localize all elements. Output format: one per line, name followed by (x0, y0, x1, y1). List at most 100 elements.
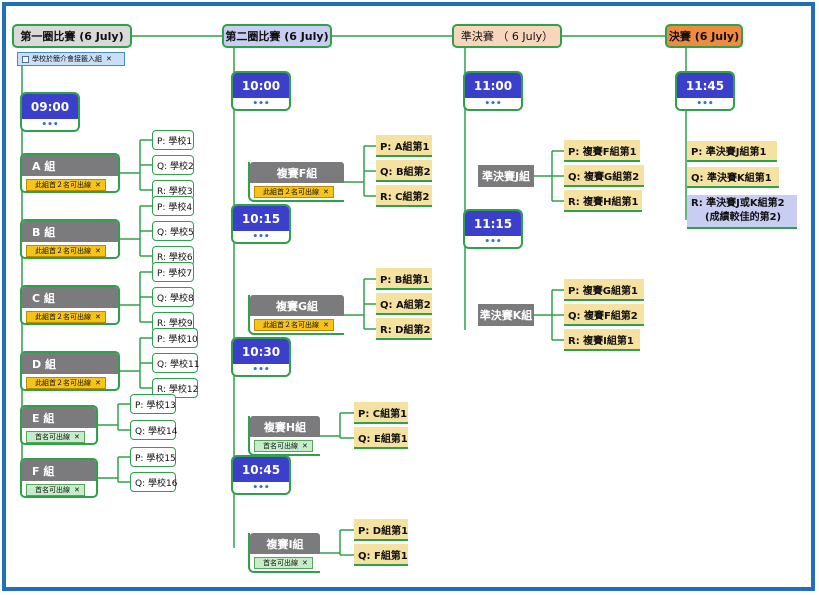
team-leaf[interactable]: P: 學校7 (152, 262, 194, 282)
qualify-tag[interactable]: 首名可出線 ✕ (26, 431, 85, 443)
group-rg[interactable]: 複賽G組 此組首２名可出線✕ (248, 295, 344, 335)
close-icon[interactable]: ✕ (95, 247, 101, 255)
team-label: P: 準決賽J組第1 (691, 147, 767, 158)
more-dots[interactable]: ••• (696, 99, 714, 109)
qualify-tag[interactable]: 首名可出線✕ (254, 440, 313, 452)
team-leaf[interactable]: Q: 學校8 (152, 287, 194, 307)
group-a[interactable]: A 組 此組首２名可出線✕ (20, 153, 120, 193)
tag-label: 首名可出線 (35, 433, 70, 441)
team-leaf[interactable]: P: C組第1 (354, 402, 408, 424)
close-icon[interactable]: ✕ (74, 486, 80, 494)
final-header[interactable]: 決賽 (6 July) (665, 24, 743, 48)
time-1045[interactable]: 10:45 ••• (231, 455, 291, 495)
team-leaf[interactable]: P: 複賽G組第1 (564, 279, 644, 301)
close-icon[interactable]: ✕ (323, 188, 329, 196)
team-leaf[interactable]: R: 複賽H組第1 (564, 190, 642, 212)
more-dots[interactable]: ••• (252, 483, 270, 493)
team-leaf[interactable]: P: 學校15 (130, 447, 176, 467)
team-label: P: B組第1 (380, 274, 430, 286)
team-leaf[interactable]: P: 學校1 (152, 130, 194, 150)
time-0900[interactable]: 09:00 ••• (20, 92, 80, 132)
group-f[interactable]: F 組 首名可出線✕ (20, 458, 98, 498)
team-leaf[interactable]: R: C組第2 (376, 185, 432, 207)
time-1015[interactable]: 10:15 ••• (231, 204, 291, 244)
qualify-tag[interactable]: 此組首２名可出線✕ (254, 186, 334, 198)
more-dots[interactable]: ••• (484, 237, 502, 247)
group-c[interactable]: C 組 此組首２名可出線✕ (20, 285, 120, 325)
team-leaf[interactable]: Q: 學校14 (130, 420, 177, 440)
final-team[interactable]: P: 準決賽J組第1 (687, 141, 777, 162)
group-sk[interactable]: 準決賽K組 (478, 304, 534, 326)
close-icon[interactable]: ✕ (95, 313, 101, 321)
more-dots[interactable]: ••• (252, 232, 270, 242)
time-1000[interactable]: 10:00 ••• (231, 71, 291, 111)
close-icon[interactable]: ✕ (302, 442, 308, 450)
close-icon[interactable]: ✕ (74, 433, 80, 441)
team-leaf[interactable]: Q: 複賽G組第2 (564, 165, 644, 187)
team-label: R: C組第2 (380, 191, 430, 203)
team-leaf[interactable]: Q: F組第1 (354, 544, 408, 566)
team-leaf[interactable]: P: D組第1 (354, 519, 408, 541)
qualify-tag[interactable]: 此組首２名可出線 ✕ (26, 245, 106, 257)
group-b[interactable]: B 組 此組首２名可出線✕ (20, 219, 120, 259)
group-rf[interactable]: 複賽F組 此組首２名可出線✕ (248, 162, 344, 202)
tag-label: 此組首２名可出線 (35, 379, 91, 387)
team-leaf[interactable]: Q: E組第1 (354, 427, 408, 449)
close-icon[interactable]: ✕ (323, 321, 329, 329)
team-leaf[interactable]: P: 複賽F組第1 (564, 140, 640, 162)
time-1030[interactable]: 10:30 ••• (231, 337, 291, 377)
time-label: 10:30 (233, 339, 289, 364)
team-leaf[interactable]: P: 學校10 (152, 328, 198, 348)
final-team[interactable]: R: 準決賽J或K組第2 (成績較佳的第2) (687, 195, 797, 229)
team-leaf[interactable]: Q: 學校5 (152, 221, 194, 241)
team-leaf[interactable]: Q: B組第2 (376, 160, 432, 182)
group-title: 複賽I組 (250, 533, 320, 554)
team-leaf[interactable]: R: 複賽I組第1 (564, 329, 640, 351)
more-dots[interactable]: ••• (252, 365, 270, 375)
round1-header[interactable]: 第一圈比賽 (6 July) (12, 24, 132, 48)
team-leaf[interactable]: Q: 學校2 (152, 155, 194, 175)
group-d[interactable]: D 組 此組首２名可出線✕ (20, 351, 120, 391)
group-e[interactable]: E 組 首名可出線✕ (20, 405, 98, 445)
qualify-tag[interactable]: 首名可出線✕ (254, 557, 313, 569)
team-label: P: C組第1 (358, 408, 408, 420)
group-sj[interactable]: 準決賽J組 (478, 165, 534, 187)
final-team[interactable]: Q: 準決賽K組第1 (687, 167, 779, 188)
close-icon[interactable]: ✕ (95, 379, 101, 387)
time-label: 10:45 (233, 457, 289, 482)
qualify-tag[interactable]: 此組首２名可出線✕ (26, 179, 106, 191)
semi-header[interactable]: 準決賽 （ 6 July） (452, 24, 562, 48)
team-leaf[interactable]: P: A組第1 (376, 135, 432, 157)
more-dots[interactable]: ••• (252, 99, 270, 109)
more-dots[interactable]: ••• (41, 120, 59, 130)
qualify-tag[interactable]: 此組首２名可出線✕ (254, 319, 334, 331)
time-1115[interactable]: 11:15 ••• (463, 209, 523, 249)
more-dots[interactable]: ••• (484, 99, 502, 109)
team-leaf[interactable]: R: D組第2 (376, 318, 432, 340)
team-leaf[interactable]: P: 學校4 (152, 196, 194, 216)
team-leaf[interactable]: P: 學校13 (130, 394, 176, 414)
qualify-tag[interactable]: 此組首２名可出線✕ (26, 311, 106, 323)
team-label: P: 複賽G組第1 (568, 285, 638, 297)
group-title: A 組 (22, 155, 118, 176)
team-leaf[interactable]: Q: 學校11 (152, 353, 199, 373)
round2-header[interactable]: 第二圈比賽 (6 July) (222, 24, 332, 48)
close-icon[interactable]: ✕ (302, 559, 308, 567)
team-label: P: 學校15 (135, 453, 176, 464)
time-1145[interactable]: 11:45 ••• (675, 71, 735, 111)
tag-label: 此組首２名可出線 (35, 247, 91, 255)
close-icon[interactable]: ✕ (95, 181, 101, 189)
team-leaf[interactable]: Q: 複賽F組第2 (564, 304, 644, 326)
team-leaf[interactable]: Q: A組第2 (376, 293, 432, 315)
team-label: Q: 複賽G組第2 (568, 171, 640, 183)
qualify-tag[interactable]: 首名可出線✕ (26, 484, 85, 496)
team-leaf[interactable]: P: B組第1 (376, 268, 432, 290)
close-icon[interactable]: ✕ (106, 55, 112, 63)
qualify-tag[interactable]: 此組首２名可出線 ✕ (26, 377, 106, 389)
round1-subtopic[interactable]: 學校於簡介會接籤入組 ✕ (17, 52, 125, 66)
group-rh[interactable]: 複賽H組 首名可出線✕ (248, 416, 320, 456)
team-label: R: 學校3 (157, 186, 193, 197)
team-leaf[interactable]: Q: 學校16 (130, 472, 177, 492)
time-1100[interactable]: 11:00 ••• (463, 71, 523, 111)
group-ri[interactable]: 複賽I組 首名可出線✕ (248, 533, 320, 573)
